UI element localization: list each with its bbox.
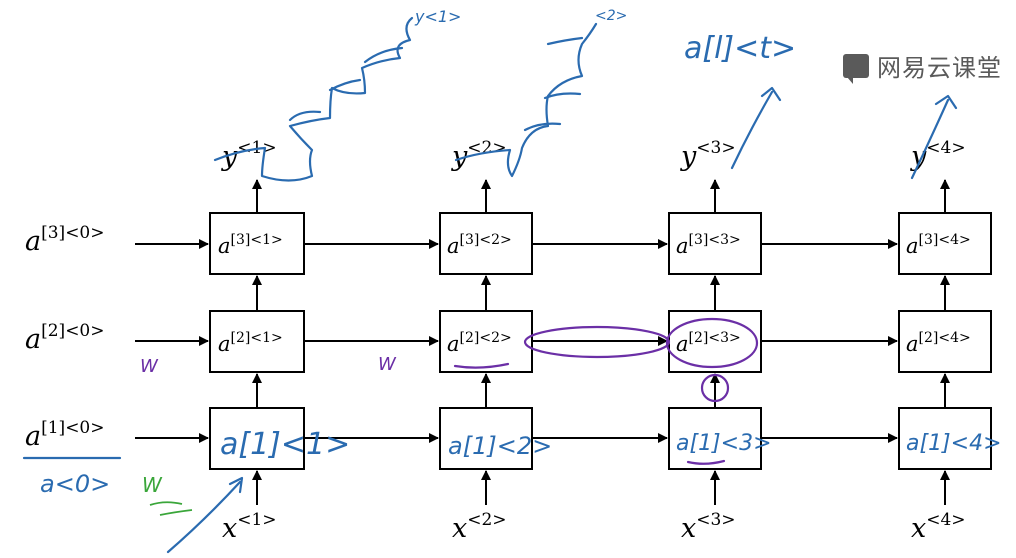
cell-label-l3-t3: a[3]<3>	[676, 232, 741, 258]
cell-label-l2-t3: a[2]<3>	[676, 330, 741, 356]
vertical-arrows	[252, 179, 950, 505]
recurrent-arrows	[304, 239, 898, 443]
input-x2: x<2>	[452, 510, 507, 544]
hand-arrow-t4	[910, 94, 958, 180]
hand-initial-label: a<0>	[40, 470, 110, 498]
cell-l2-t4	[898, 310, 992, 373]
hand-circle-arrow	[700, 373, 730, 403]
cell-l3-t4	[898, 212, 992, 275]
cell-l2-t2	[439, 310, 533, 373]
output-y4: y<4>	[910, 138, 966, 172]
input-x1: x<1>	[222, 510, 277, 544]
cell-l1-t4	[898, 407, 992, 470]
watermark: 网易云课堂	[843, 48, 1002, 84]
hand-arrow-t3	[730, 86, 782, 170]
hand-y1-label: y<1>	[414, 7, 461, 26]
initial-state-layer3: a[3]<0>	[25, 223, 105, 257]
hand-cell-l1-t4: a[1]<4>	[906, 431, 1002, 456]
hand-purple-w2: W	[378, 354, 397, 375]
hand-sampling-scribbles	[213, 16, 598, 182]
hand-circle-a22	[523, 325, 671, 359]
hand-green-scribble	[149, 501, 193, 516]
hand-cell-l1-t1: a[1]<1>	[220, 427, 350, 462]
cell-l3-t3	[668, 212, 762, 275]
hand-purple-w1: W	[140, 356, 159, 377]
input-x3: x<3>	[681, 510, 736, 544]
cell-label-l3-t4: a[3]<4>	[906, 232, 971, 258]
cell-l3-t1	[209, 212, 305, 275]
initial-state-layer2: a[2]<0>	[25, 321, 105, 355]
cell-l1-t1	[209, 407, 305, 470]
hand-cell-l1-t2: a[1]<2>	[448, 432, 552, 460]
hand-y2-label: <2>	[595, 8, 627, 24]
hand-arrow-bottom-left	[166, 476, 244, 554]
output-y3: y<3>	[680, 138, 736, 172]
output-y2: y<2>	[451, 138, 507, 172]
chat-bubble-icon	[843, 53, 869, 84]
cell-label-l2-t1: a[2]<1>	[218, 330, 283, 356]
hand-green-w: W	[142, 473, 163, 497]
cell-label-l3-t2: a[3]<2>	[447, 232, 512, 258]
cell-label-l2-t2: a[2]<2>	[447, 330, 512, 356]
cell-label-l3-t1: a[3]<1>	[218, 232, 283, 258]
hand-underline-a22	[453, 362, 510, 369]
hand-cell-l1-t3: a[1]<3>	[676, 431, 772, 456]
cell-label-l2-t4: a[2]<4>	[906, 330, 971, 356]
hand-circle-a23	[665, 317, 759, 369]
input-x4: x<4>	[911, 510, 966, 544]
hand-underline-t3	[686, 459, 726, 465]
hand-top-label: a[l]<t>	[684, 31, 796, 66]
cell-l1-t3	[668, 407, 762, 470]
watermark-text: 网易云课堂	[877, 54, 1002, 82]
initial-state-layer1: a[1]<0>	[25, 418, 105, 452]
